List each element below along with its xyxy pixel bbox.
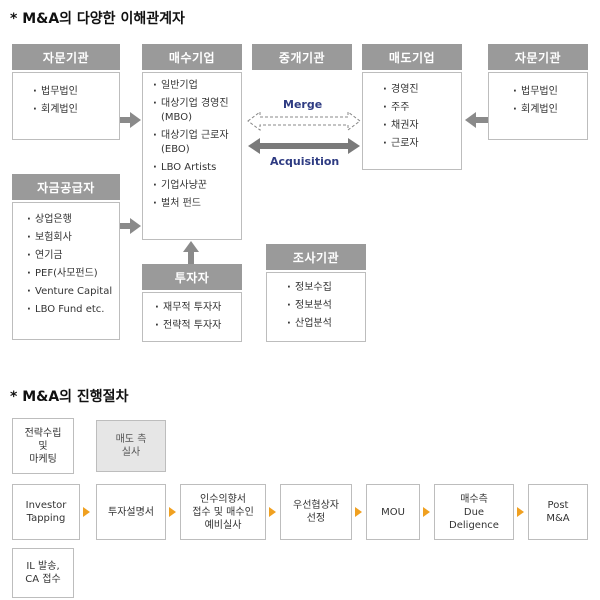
- fund-header: 자금공급자: [12, 174, 120, 200]
- process-arrow-icon: [517, 507, 524, 517]
- list-item: 회계법인: [33, 103, 119, 117]
- list-item: 대상기업 경영진 (MBO): [153, 97, 241, 125]
- investor-header: 투자자: [142, 264, 242, 290]
- acquisition-double-arrow-icon: [248, 138, 360, 154]
- list-item: 재무적 투자자: [155, 301, 241, 315]
- acquisition-label: Acquisition: [270, 155, 340, 168]
- process-arrow-icon: [269, 507, 276, 517]
- list-item: 전략적 투자자: [155, 319, 241, 333]
- list-item: 상업은행: [27, 213, 119, 227]
- buyer-box: 일반기업 대상기업 경영진 (MBO) 대상기업 근로자 (EBO) LBO A…: [142, 72, 242, 240]
- list-item: 일반기업: [153, 79, 241, 93]
- investor-box: 재무적 투자자 전략적 투자자: [142, 292, 242, 342]
- arrow-up-icon: [183, 241, 199, 264]
- advisor-left-box: 법무법인 회계법인: [12, 72, 120, 140]
- arrow-left-icon: [465, 112, 488, 128]
- list-item: 주주: [383, 101, 461, 115]
- list-item: 회계법인: [513, 103, 587, 117]
- list-item: 산업분석: [287, 317, 365, 331]
- list-item: 보험회사: [27, 231, 119, 245]
- list-item: 대상기업 근로자 (EBO): [153, 129, 241, 157]
- list-item: 기업사냥꾼: [153, 179, 241, 193]
- merge-double-arrow-icon: [247, 111, 361, 131]
- list-item: 경영진: [383, 83, 461, 97]
- process-step-mou: MOU: [366, 484, 420, 540]
- list-item: LBO Artists: [153, 161, 241, 175]
- process-sell-side-dd-box: 매도 측 실사: [96, 420, 166, 472]
- process-step-post-ma: Post M&A: [528, 484, 588, 540]
- seller-header: 매도기업: [362, 44, 462, 70]
- fund-box: 상업은행 보험회사 연기금 PEF(사모펀드) Venture Capital …: [12, 202, 120, 340]
- merge-label: Merge: [283, 98, 323, 111]
- process-il-ca-box: IL 발송, CA 접수: [12, 548, 74, 598]
- process-step-due-diligence: 매수측 Due Deligence: [434, 484, 514, 540]
- arrow-right-icon: [120, 112, 141, 128]
- process-step-investor-tapping: Investor Tapping: [12, 484, 80, 540]
- process-arrow-icon: [355, 507, 362, 517]
- process-arrow-icon: [83, 507, 90, 517]
- broker-header: 중개기관: [252, 44, 352, 70]
- arrow-right-icon: [120, 218, 141, 234]
- list-item: 법무법인: [513, 85, 587, 99]
- list-item: 정보수집: [287, 281, 365, 295]
- list-item: PEF(사모펀드): [27, 267, 119, 281]
- process-arrow-icon: [423, 507, 430, 517]
- list-item: 근로자: [383, 137, 461, 151]
- seller-box: 경영진 주주 채권자 근로자: [362, 72, 462, 170]
- advisor-right-header: 자문기관: [488, 44, 588, 70]
- process-arrow-icon: [169, 507, 176, 517]
- list-item: LBO Fund etc.: [27, 303, 119, 317]
- research-box: 정보수집 정보분석 산업분석: [266, 272, 366, 342]
- process-strategy-box: 전략수립 및 마케팅: [12, 418, 74, 474]
- list-item: 법무법인: [33, 85, 119, 99]
- list-item: 정보분석: [287, 299, 365, 313]
- process-step-im: 투자설명서: [96, 484, 166, 540]
- advisor-left-header: 자문기관: [12, 44, 120, 70]
- section-title-stakeholders: * M&A의 다양한 이해관계자: [10, 11, 185, 27]
- process-step-preferred-bidder: 우선협상자 선정: [280, 484, 352, 540]
- advisor-right-box: 법무법인 회계법인: [488, 72, 588, 140]
- research-header: 조사기관: [266, 244, 366, 270]
- list-item: 채권자: [383, 119, 461, 133]
- list-item: 벌처 펀드: [153, 197, 241, 211]
- process-step-loi: 인수의향서 접수 및 매수인 예비실사: [180, 484, 266, 540]
- list-item: 연기금: [27, 249, 119, 263]
- list-item: Venture Capital: [27, 285, 119, 299]
- buyer-header: 매수기업: [142, 44, 242, 70]
- section-title-process: * M&A의 진행절차: [10, 389, 129, 405]
